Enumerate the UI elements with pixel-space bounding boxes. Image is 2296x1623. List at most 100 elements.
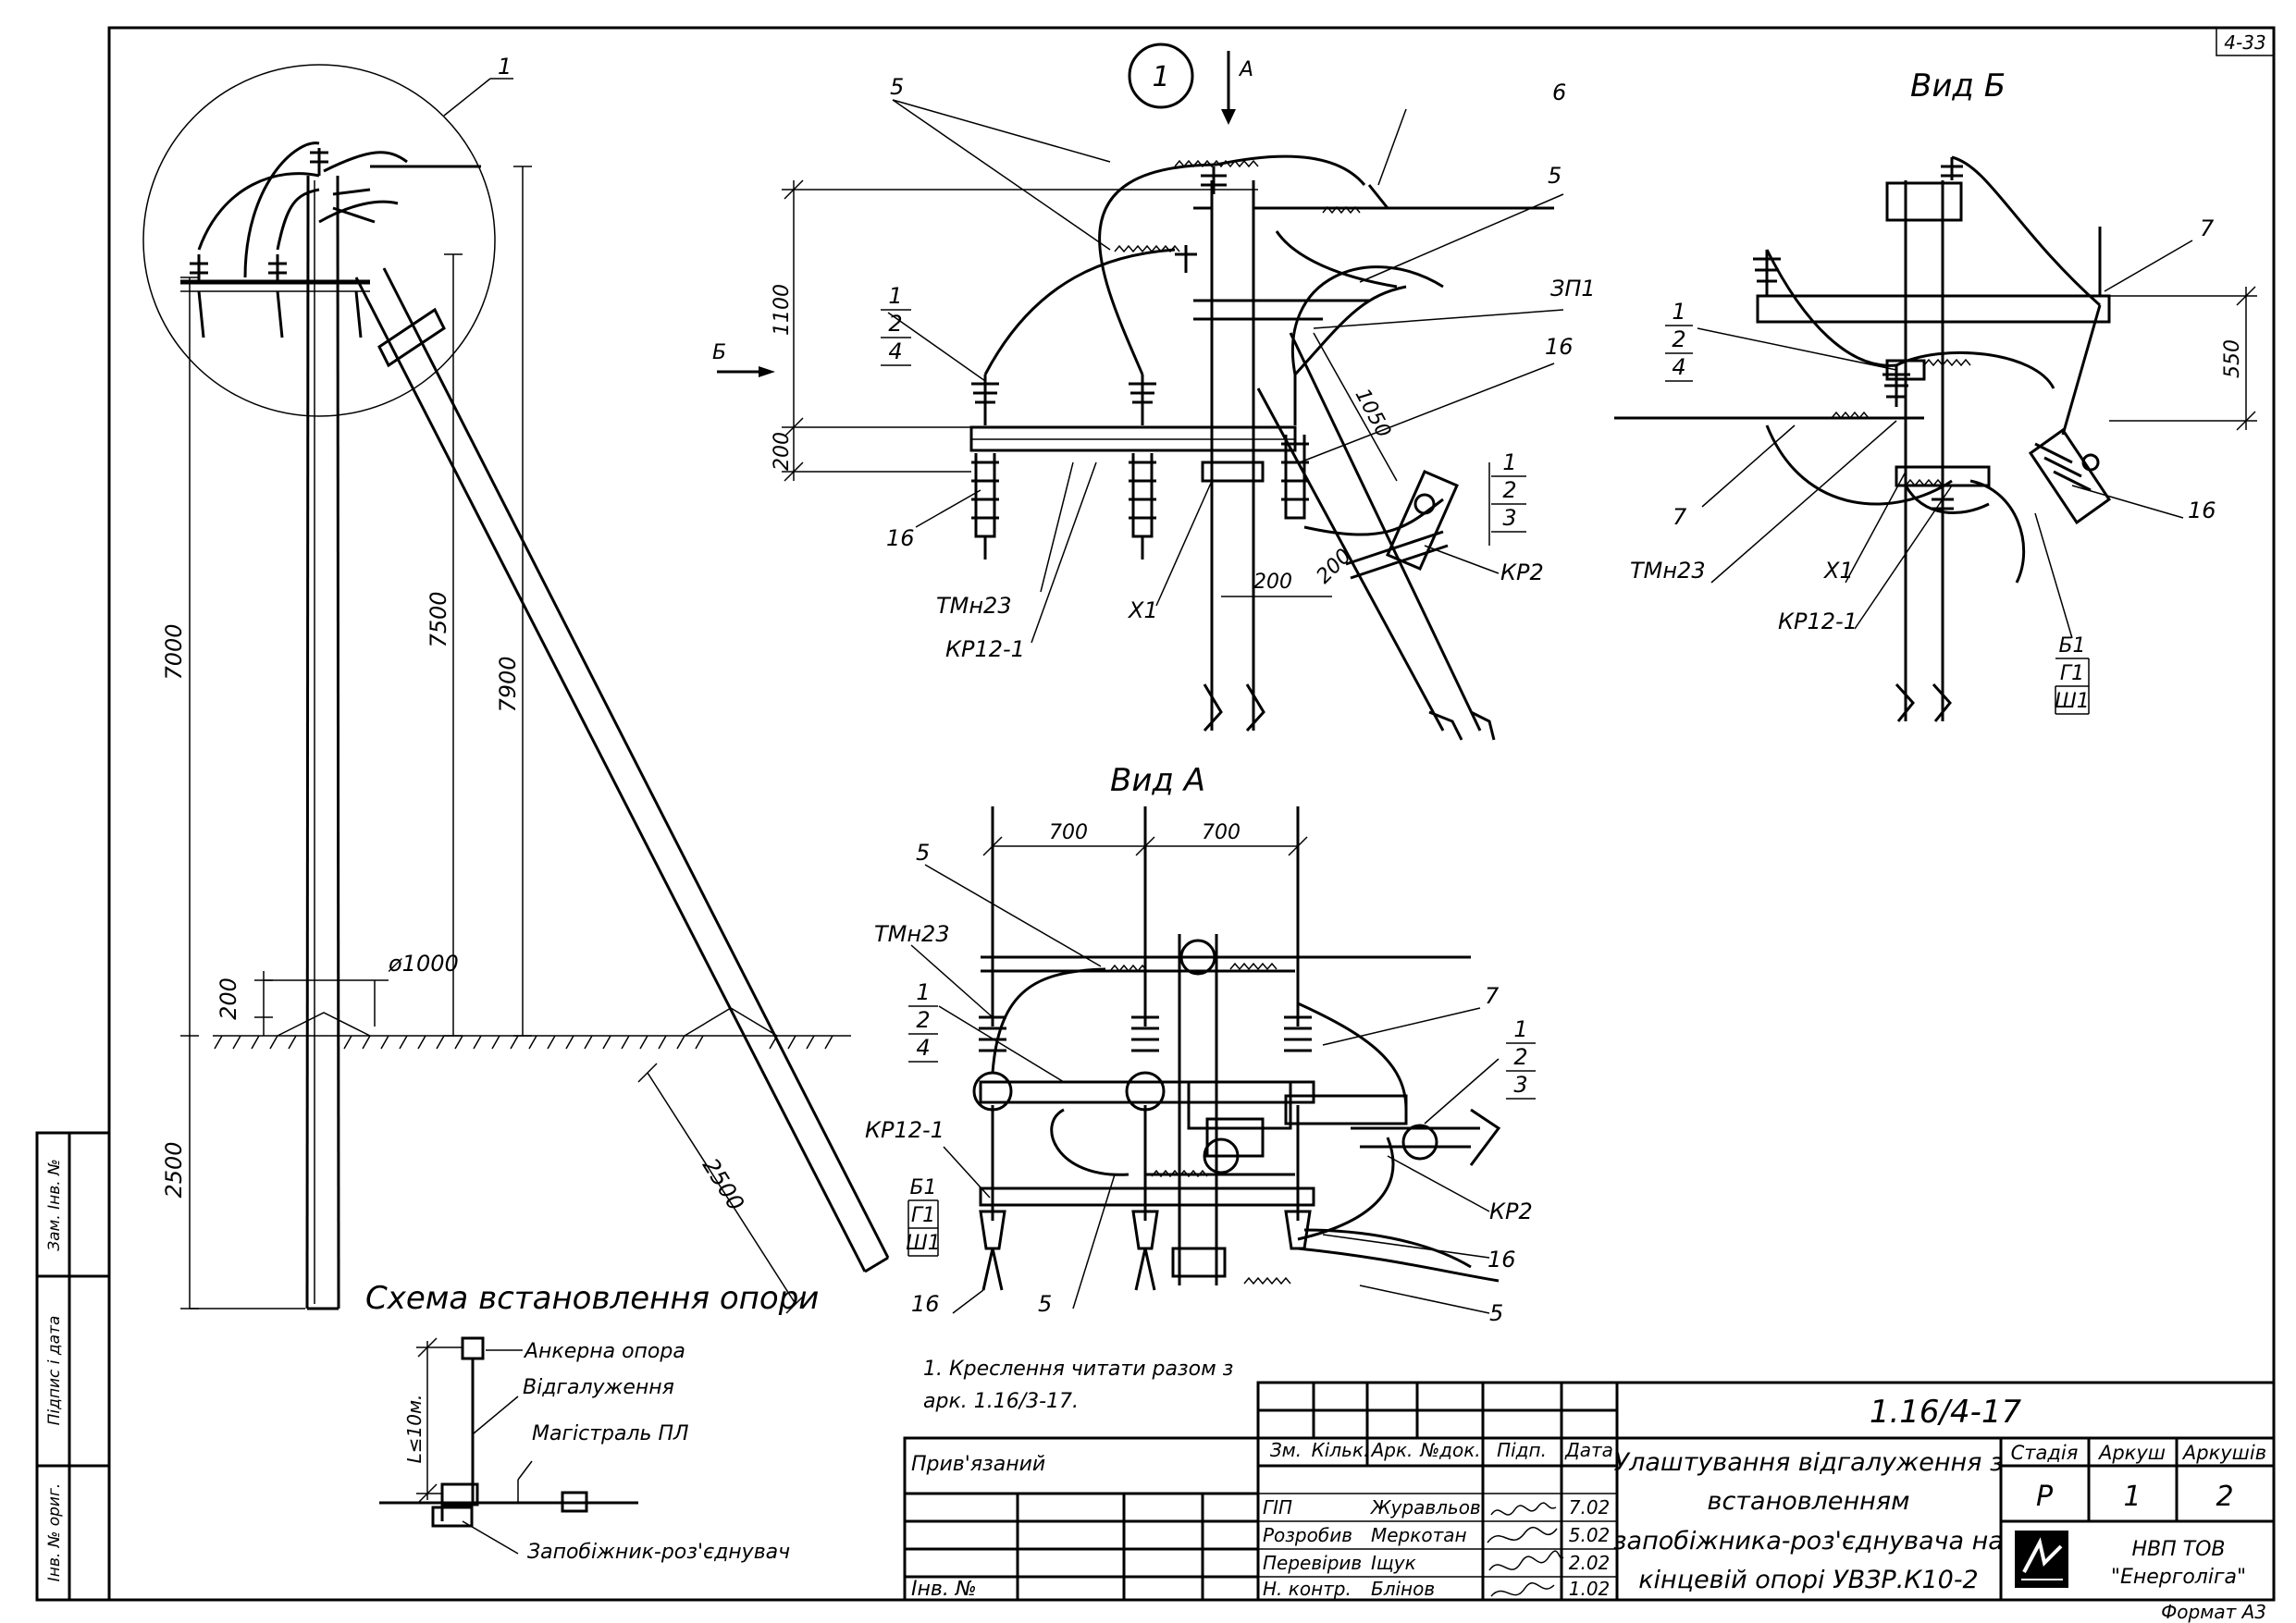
view-a-label-g1: Г1 — [911, 1204, 935, 1227]
org-line-2: "Енерголіга" — [2111, 1566, 2246, 1589]
mini-branch-label: Відгалуження — [523, 1376, 674, 1399]
header-pidp: Підп. — [1497, 1439, 1547, 1461]
dim-7000: 7000 — [161, 623, 187, 680]
view-b-fraction-bgsh: Б1 Г1 Ш1 — [2055, 634, 2090, 715]
mini-main-label: Магістраль ПЛ — [532, 1422, 689, 1445]
inv-label: Інв. № — [911, 1578, 977, 1601]
row-name-3: Блінов — [1371, 1578, 1435, 1600]
side-stamp-sign: Підпис і дата — [45, 1316, 64, 1426]
view-b-label-b1: Б1 — [2058, 634, 2085, 658]
view-b-label-7-left: 7 — [1673, 504, 1687, 530]
strut-pole — [354, 267, 890, 1273]
dim-200-b: 200 — [1313, 545, 1356, 588]
format-label: Формат А3 — [2161, 1601, 2266, 1623]
detail-circle — [142, 64, 496, 417]
header-zm: Зм. — [1270, 1439, 1302, 1461]
stage-header: Стадія — [2011, 1442, 2079, 1464]
label-1-right: 1 — [1502, 449, 1516, 475]
label-16-top: 16 — [1545, 334, 1574, 360]
header-dok: №док. — [1419, 1439, 1480, 1461]
view-a-label-5-bottom: 5 — [1038, 1291, 1052, 1317]
mini-fuse-label: Запобіжник-роз'єднувач — [527, 1541, 790, 1564]
view-a-label-7: 7 — [1485, 983, 1500, 1009]
title-line-2: встановленням — [1708, 1487, 1910, 1516]
view-a-label-tmn23: ТМн23 — [874, 921, 950, 947]
view-b-frac-1: 1 — [1672, 299, 1685, 325]
dim-200-vertical: 200 — [771, 432, 794, 471]
view1-fuse-on-strut — [1345, 470, 1459, 580]
row-date-3: 1.02 — [1569, 1578, 1611, 1600]
main-pole — [305, 175, 340, 1310]
signatures — [1487, 1502, 1564, 1597]
row-role-1: Розробив — [1263, 1524, 1352, 1546]
view-a-title: Вид А — [1110, 762, 1205, 799]
view-a-right-3: 3 — [1513, 1072, 1527, 1098]
label-kr2: КР2 — [1500, 559, 1544, 585]
view-a-label-kr2: КР2 — [1489, 1199, 1533, 1224]
label-5-top: 5 — [890, 74, 904, 100]
view-b-title: Вид Б — [1910, 68, 2006, 105]
title-line-1: Улаштування відгалуження з — [1614, 1448, 2004, 1477]
label-frac-2: 2 — [888, 311, 902, 337]
label-frac-4: 4 — [888, 338, 902, 364]
label-2-right: 2 — [1502, 477, 1516, 503]
view-b-label-7-top: 7 — [2200, 215, 2215, 241]
dim-550: 550 — [2221, 339, 2244, 378]
document-code: 1.16/4-17 — [1870, 1394, 2022, 1431]
view-b-frac-2: 2 — [1672, 326, 1685, 352]
label-tmn23: ТМн23 — [936, 593, 1012, 619]
view-a-fraction-bgsh: Б1 Г1 Ш1 — [906, 1176, 941, 1257]
view-a-label-5-top: 5 — [916, 840, 930, 866]
fraction-124-left: 1 2 4 — [881, 283, 911, 366]
label-5-right: 5 — [1548, 163, 1562, 189]
stage-value: Р — [2036, 1481, 2054, 1513]
callout-1: 1 — [498, 54, 512, 80]
label-16-left: 16 — [886, 525, 915, 551]
view-b-fraction-124: 1 2 4 — [1665, 299, 1693, 382]
sheet-header: Аркуш — [2097, 1442, 2166, 1464]
arrow-a-label: А — [1238, 58, 1253, 81]
bound-label: Прив'язаний — [911, 1453, 1045, 1476]
view-a-label-16-right: 16 — [1487, 1247, 1516, 1273]
header-ark: Арк. — [1370, 1439, 1413, 1461]
dim-2500: 2500 — [161, 1141, 187, 1198]
view-a-label-b1: Б1 — [909, 1176, 936, 1199]
view-a-label-kr12-1: КР12-1 — [865, 1117, 944, 1143]
dim-1050: 1050 — [1351, 385, 1395, 441]
view-number-circle — [1128, 43, 1194, 109]
title-line-3: запобіжника-роз'єднувача на — [1613, 1527, 2004, 1555]
view-b-frac-4: 4 — [1672, 354, 1685, 380]
dim-200: 200 — [216, 977, 241, 1020]
view1-crossarm — [969, 425, 1297, 452]
view-a-frac-1: 1 — [916, 979, 930, 1005]
sheets-header: Аркушів — [2181, 1442, 2266, 1464]
label-frac-1: 1 — [888, 283, 902, 309]
row-name-0: Журавльов — [1369, 1496, 1481, 1518]
view-b-label-x1: Х1 — [1822, 558, 1854, 584]
view-a-label-16-left: 16 — [911, 1291, 940, 1317]
view-a-fraction-123: 1 2 3 — [1506, 1016, 1536, 1100]
view-b-label-kr12-1: КР12-1 — [1778, 609, 1858, 634]
title-line-4: кінцевій опорі УВЗР.К10-2 — [1638, 1566, 1979, 1594]
header-kilk: Кільк. — [1312, 1439, 1370, 1461]
label-3-right: 3 — [1502, 505, 1516, 531]
side-stamp-replace: Зам. Інв. № — [45, 1159, 64, 1251]
row-role-3: Н. контр. — [1263, 1578, 1352, 1600]
sheet-value: 1 — [2123, 1481, 2141, 1513]
header-data: Дата — [1564, 1439, 1613, 1461]
arrow-b-label: Б — [712, 341, 726, 364]
view-b-label-16: 16 — [2188, 498, 2216, 523]
note-line-1: 1. Креслення читати разом з — [923, 1358, 1233, 1381]
view-b-label-tmn23: ТМн23 — [1630, 558, 1706, 584]
mini-anchor-label: Анкерна опора — [523, 1340, 685, 1363]
label-zp1: ЗП1 — [1550, 276, 1596, 301]
dim-700-left: 700 — [1049, 821, 1088, 844]
scheme-title: Схема встановлення опори — [365, 1280, 819, 1317]
dim-7900: 7900 — [495, 656, 521, 712]
row-date-0: 7.02 — [1569, 1496, 1611, 1518]
view-a-label-sh1: Ш1 — [906, 1232, 941, 1255]
row-date-2: 2.02 — [1569, 1552, 1611, 1574]
view-b: Вид Б — [1614, 68, 2257, 722]
side-stamp-inv: Інв. № ориг. — [45, 1483, 64, 1582]
